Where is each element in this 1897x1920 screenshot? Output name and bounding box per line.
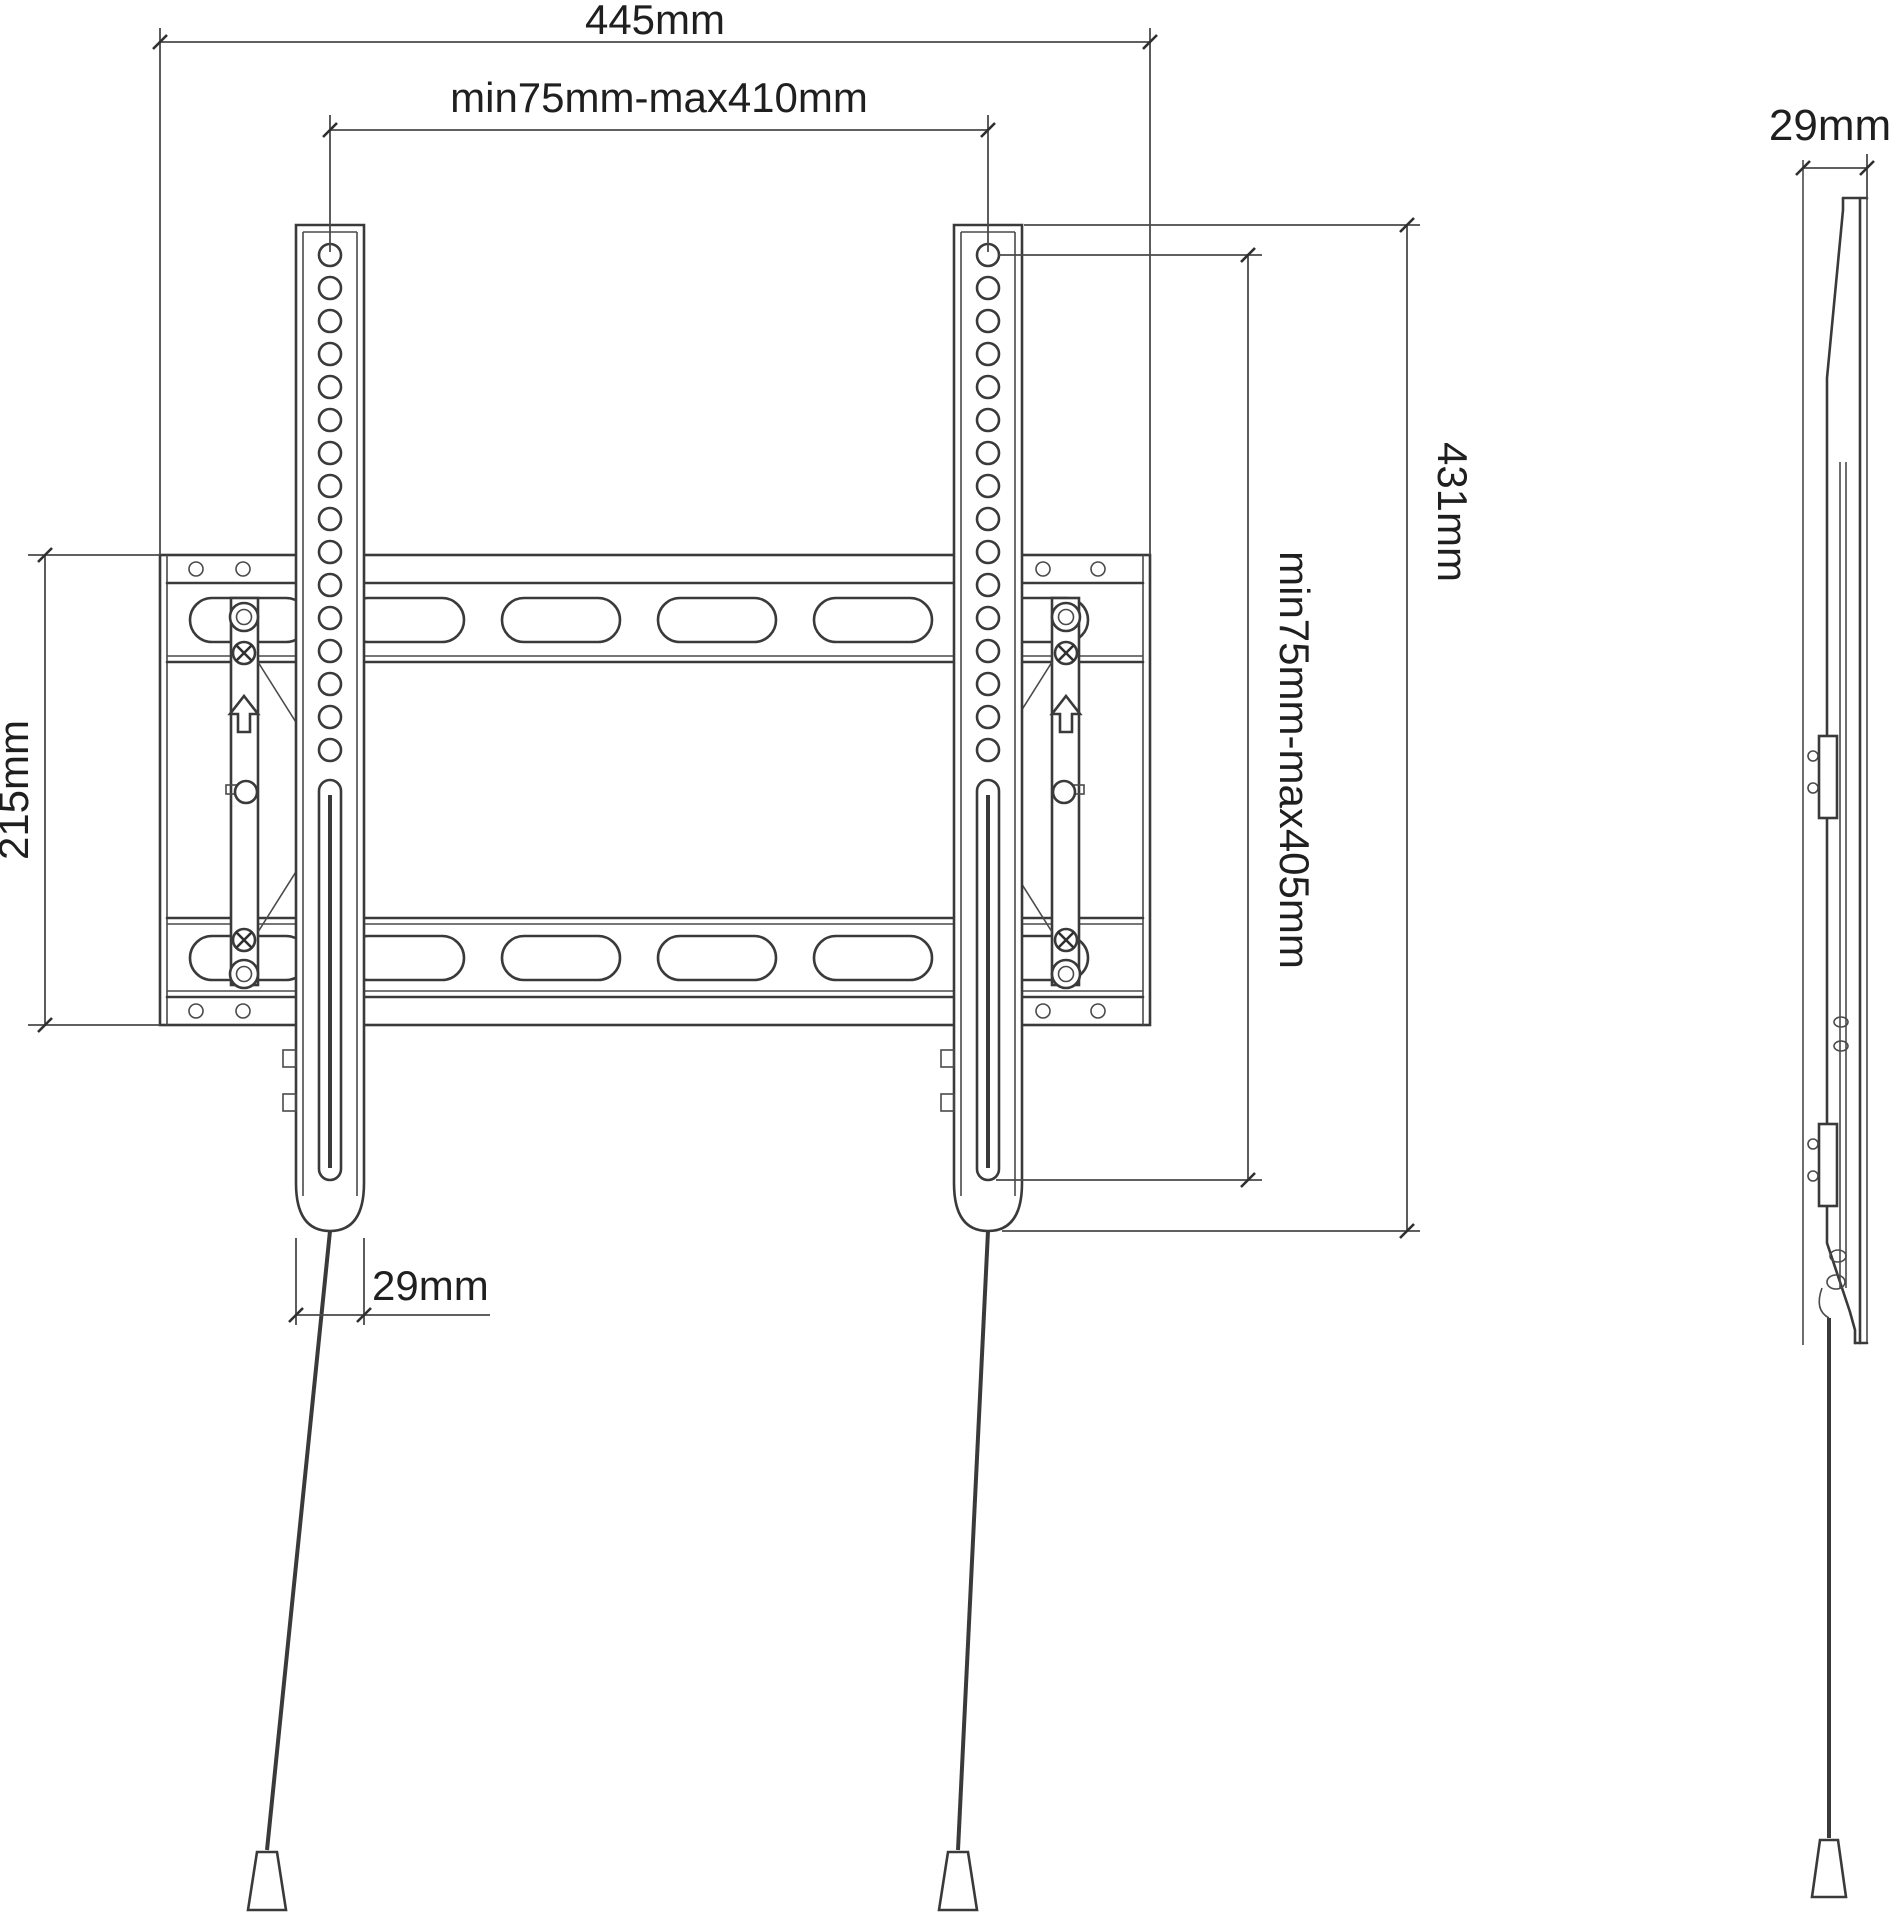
screw-hole <box>1090 561 1106 577</box>
screw-hole <box>188 1003 204 1019</box>
screw-head <box>1807 1170 1819 1182</box>
left-vesa-bracket <box>282 223 366 1233</box>
dim-overall-width: 445mm <box>152 0 1158 555</box>
dim-plate-height-label: 215mm <box>0 720 37 860</box>
up-arrow-icon <box>1049 693 1083 734</box>
dim-profile-depth: 29mm <box>1769 101 1891 200</box>
screw-hole <box>1035 1003 1051 1019</box>
dim-bracket-length-label: 431mm <box>1429 442 1476 582</box>
screw-hole <box>235 1003 251 1019</box>
pivot-hole-inner <box>1057 608 1075 626</box>
mounting-slot <box>656 934 778 982</box>
side-bracket-profile <box>1807 196 1869 1345</box>
strip-screw-holes <box>188 561 1106 1019</box>
dim-vesa-height-range: min75mm-max405mm <box>996 247 1318 1188</box>
screw-hole <box>1090 1003 1106 1019</box>
hook-tab <box>940 1049 955 1068</box>
clip-block <box>1807 1122 1839 1208</box>
pull-cord-weight <box>246 1850 288 1912</box>
screw-icon <box>1053 927 1079 953</box>
screw-head <box>1833 1040 1849 1052</box>
mounting-slot <box>656 596 778 644</box>
mounting-slot <box>812 596 934 644</box>
adjustment-slot <box>317 778 343 1182</box>
hook-tab <box>282 1093 297 1112</box>
hook-tab <box>282 1049 297 1068</box>
screw-head <box>1807 1138 1819 1150</box>
screw-head <box>1807 750 1819 762</box>
screw-hole <box>235 561 251 577</box>
pivot-hole <box>1050 958 1082 990</box>
pull-cord-weight <box>1810 1838 1848 1899</box>
screw-hole <box>188 561 204 577</box>
screw-icon <box>1053 640 1079 666</box>
clip-block <box>1807 734 1839 820</box>
pivot-hole <box>228 601 260 633</box>
dim-bracket-width-label: 29mm <box>372 1262 489 1309</box>
pivot-hole <box>1050 601 1082 633</box>
left-pull-cord <box>246 1230 332 1912</box>
cord-hook <box>1818 1287 1830 1319</box>
screw-icon <box>231 640 257 666</box>
hook-tab <box>940 1093 955 1112</box>
pivot-hole <box>228 958 260 990</box>
pivot-hole-inner <box>1057 965 1075 983</box>
screw-head <box>1807 782 1819 794</box>
adjustment-slot <box>975 778 1001 1182</box>
pivot-hole-inner <box>235 608 253 626</box>
dim-vesa-width-range: min75mm-max410mm <box>322 74 996 252</box>
front-view: 445mm min75mm-max410mm 215mm min75mm-max… <box>0 0 1476 1912</box>
right-pull-cord <box>937 1230 990 1912</box>
screw-hole <box>1035 561 1051 577</box>
latch-pin <box>225 779 259 805</box>
pivot-hole-inner <box>235 965 253 983</box>
dim-bracket-width: 29mm <box>288 1238 490 1325</box>
latch-pin <box>1051 779 1085 805</box>
pull-cord-line <box>265 1230 332 1851</box>
pull-cord-weight <box>937 1850 979 1912</box>
dim-bracket-length: 431mm <box>1002 217 1476 1239</box>
up-arrow-icon <box>227 693 261 734</box>
dim-vesa-width-range-label: min75mm-max410mm <box>450 74 868 121</box>
bracket-back-profile <box>1825 196 1857 1345</box>
vesa-hole-column <box>317 242 343 763</box>
side-view: 29mm <box>1769 101 1891 1899</box>
dim-plate-height: 215mm <box>0 547 160 1033</box>
left-lock-arm <box>225 596 317 990</box>
dim-overall-width-label: 445mm <box>585 0 725 43</box>
screw-head <box>1829 1249 1847 1263</box>
screw-head <box>1826 1274 1846 1290</box>
right-vesa-bracket <box>940 223 1024 1233</box>
side-pull-cord <box>1810 1318 1848 1899</box>
screw-icon <box>231 927 257 953</box>
mounting-slot <box>500 934 622 982</box>
dim-profile-depth-label: 29mm <box>1769 101 1891 150</box>
right-lock-arm <box>993 596 1085 990</box>
pull-cord-line <box>956 1230 990 1851</box>
mounting-slot <box>812 934 934 982</box>
mounting-slot <box>500 596 622 644</box>
screw-head <box>1833 1016 1849 1028</box>
dim-vesa-height-range-label: min75mm-max405mm <box>1271 551 1318 969</box>
